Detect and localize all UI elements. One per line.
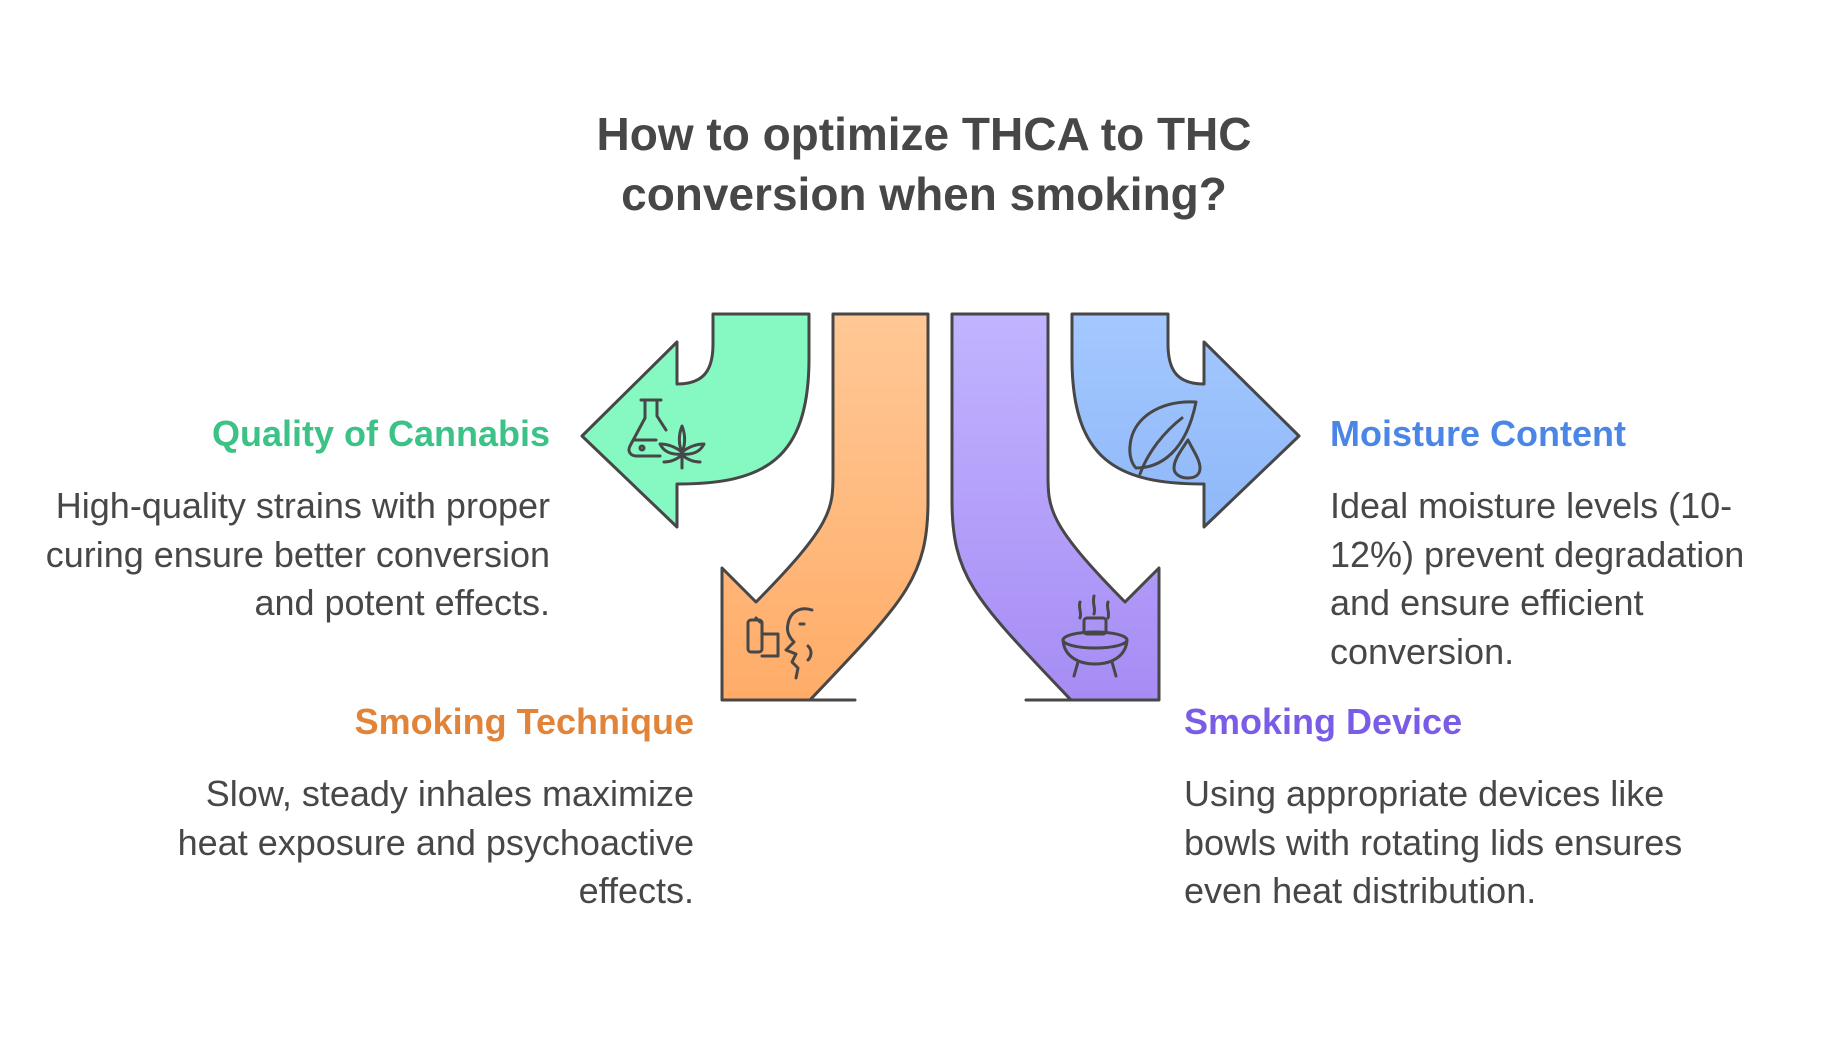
device-label: Smoking Device bbox=[1184, 701, 1463, 742]
leaf-droplet-icon bbox=[1128, 400, 1202, 480]
inhaler-face-icon bbox=[746, 607, 814, 680]
quality-description: High-quality strains with proper curing … bbox=[45, 485, 550, 623]
moisture-description: Ideal moisture levels (10-12%) prevent d… bbox=[1330, 485, 1745, 672]
device-description: Using appropriate devices like bowls wit… bbox=[1184, 773, 1683, 911]
technique-label: Smoking Technique bbox=[354, 701, 694, 742]
quality-label: Quality of Cannabis bbox=[211, 413, 550, 454]
technique-arrow bbox=[720, 312, 930, 702]
technique-description: Slow, steady inhales maximize heat expos… bbox=[177, 773, 694, 911]
quality-arrow bbox=[580, 312, 811, 529]
moisture-arrow bbox=[1070, 312, 1301, 529]
smoking-bowl-icon bbox=[1061, 594, 1129, 678]
diagram-title: How to optimize THCA to THC conversion w… bbox=[596, 108, 1252, 220]
moisture-label: Moisture Content bbox=[1330, 413, 1626, 454]
flask-cannabis-icon bbox=[627, 398, 706, 470]
